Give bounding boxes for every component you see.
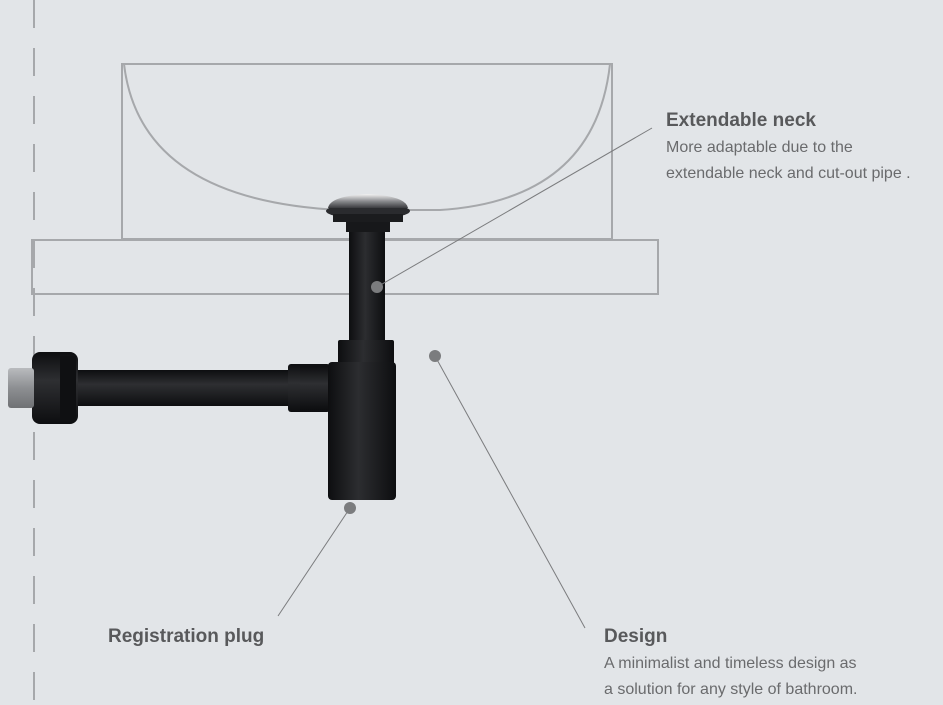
neck-callout-line xyxy=(376,127,653,288)
siphon-trap xyxy=(8,194,410,500)
design-callout-line xyxy=(434,355,586,629)
design-callout: Design A minimalist and timeless design … xyxy=(604,626,857,700)
design-marker-dot xyxy=(429,350,441,362)
neck-marker-dot xyxy=(371,281,383,293)
registration-plug-title: Registration plug xyxy=(108,626,265,647)
extendable-neck-title: Extendable neck xyxy=(666,110,816,131)
design-desc-line-2: a solution for any style of bathroom. xyxy=(604,681,858,698)
extendable-neck-callout: Extendable neck More adaptable due to th… xyxy=(666,110,911,184)
countertop-outline xyxy=(31,239,659,295)
extendable-neck-desc-line-1: More adaptable due to the xyxy=(666,139,853,156)
registration-plug-callout: Registration plug xyxy=(108,626,264,648)
plug-marker-dot xyxy=(344,502,356,514)
design-title: Design xyxy=(604,626,668,647)
plug-callout-line xyxy=(277,507,351,617)
extendable-neck-desc-line-2: extendable neck and cut-out pipe . xyxy=(666,165,911,182)
design-desc-line-1: A minimalist and timeless design as xyxy=(604,655,857,672)
